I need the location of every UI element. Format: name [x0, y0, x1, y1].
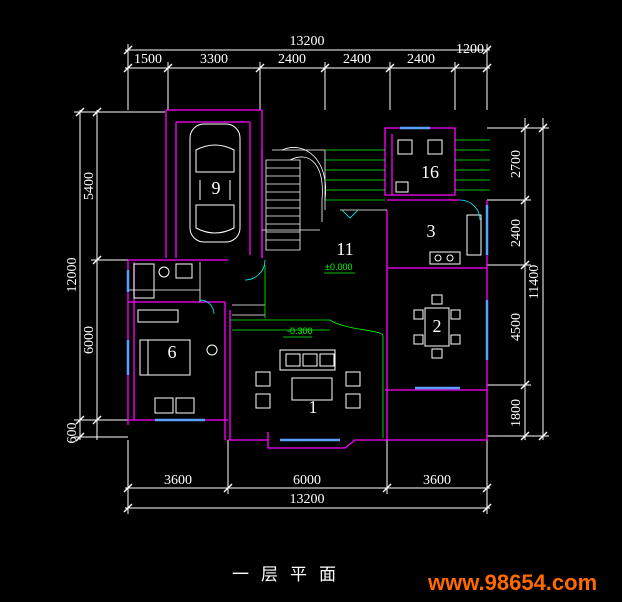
right-outer-dim: 11400	[527, 265, 542, 299]
terrace-steps	[230, 139, 490, 438]
room-label-storage: 16	[421, 162, 439, 182]
room-label-kitchen: 3	[427, 221, 436, 241]
partitions	[128, 149, 387, 316]
top-dim-2: 3300	[200, 52, 228, 67]
door-swings	[199, 199, 481, 315]
bed-icon	[137, 309, 218, 414]
plan-title: 一层平面	[232, 565, 348, 585]
room-labels: 1 2 3 6 9 11 16	[168, 162, 442, 417]
room-label-hall: 11	[336, 239, 353, 259]
room-label-garage: 9	[212, 178, 221, 198]
left-outer-dim-1: 12000	[65, 258, 80, 293]
level-main: ±0.000	[325, 262, 352, 272]
bathroom-fixtures-icon	[133, 263, 193, 299]
storage-fixtures-icon	[395, 139, 443, 193]
right-inner-dim-4: 1800	[509, 399, 524, 427]
kitchen-counter-icon	[429, 214, 482, 265]
dining-table-icon	[413, 294, 461, 359]
dimension-labels: 13200 1500 3300 2400 2400 2400 1200 3600…	[65, 34, 542, 507]
staircase	[265, 147, 327, 251]
dimension-ticks	[75, 45, 548, 513]
room-label-dining: 2	[433, 316, 442, 336]
dimension-lines	[74, 44, 549, 514]
walls	[127, 109, 488, 449]
watermark: www.98654.com	[427, 570, 597, 595]
car-icon	[189, 123, 241, 243]
top-dim-6: 1200	[456, 42, 484, 57]
bottom-dim-3: 3600	[423, 473, 451, 488]
level-lower: -0.300	[287, 326, 313, 336]
level-markers: ±0.000 -0.300	[283, 262, 355, 338]
sofa-set-icon	[255, 349, 361, 409]
top-total-dim: 13200	[290, 34, 325, 49]
top-dim-3: 2400	[278, 52, 306, 67]
left-inner-dim-1: 5400	[82, 172, 97, 200]
bottom-dim-2: 6000	[293, 473, 321, 488]
top-dim-4: 2400	[343, 52, 371, 67]
bottom-total-dim: 13200	[290, 492, 325, 507]
left-outer-dim-2: 600	[65, 423, 80, 444]
right-inner-dim-2: 2400	[509, 219, 524, 247]
right-inner-dim-1: 2700	[509, 150, 524, 178]
left-inner-dim-2: 6000	[82, 326, 97, 354]
windows	[126, 126, 489, 442]
top-dim-5: 2400	[407, 52, 435, 67]
top-dim-1: 1500	[134, 52, 162, 67]
bottom-dim-1: 3600	[164, 473, 192, 488]
room-label-living: 1	[309, 397, 318, 417]
room-label-bedroom: 6	[168, 342, 177, 362]
right-inner-dim-3: 4500	[509, 313, 524, 341]
